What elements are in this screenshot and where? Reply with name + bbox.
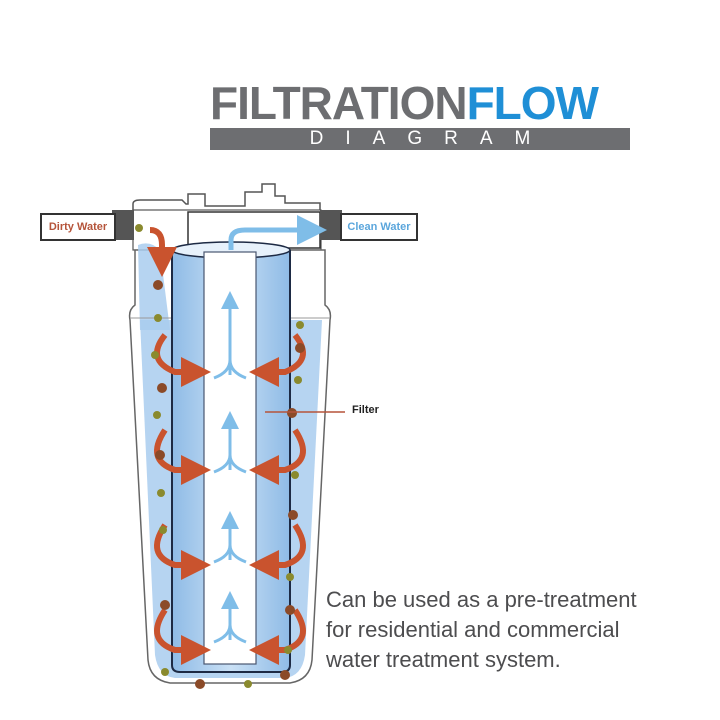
title-main: FILTRATIONFLOW bbox=[210, 80, 630, 126]
title-filtration: FILTRATION bbox=[210, 77, 468, 129]
diagram-title: FILTRATIONFLOW DIAGRAM bbox=[210, 80, 630, 150]
clean-water-label: Clean Water bbox=[340, 213, 418, 241]
caption-line-2: for residential and commercial bbox=[326, 617, 620, 642]
dirty-inflow-arrow bbox=[147, 227, 177, 277]
filter-label: Filter bbox=[352, 404, 379, 416]
clean-outflow-arrow bbox=[228, 215, 327, 250]
title-flow: FLOW bbox=[466, 77, 599, 129]
inlet-port bbox=[112, 210, 134, 240]
caption: Can be used as a pre-treatment for resid… bbox=[326, 585, 637, 675]
sediment-particles bbox=[135, 224, 305, 689]
core-flow-arrows bbox=[213, 291, 247, 644]
inflow-arrows-right bbox=[249, 333, 306, 665]
title-subtitle: DIAGRAM bbox=[210, 128, 630, 150]
dirty-water-label: Dirty Water bbox=[40, 213, 116, 241]
caption-line-3: water treatment system. bbox=[326, 647, 561, 672]
outlet-port bbox=[320, 210, 342, 240]
caption-line-1: Can be used as a pre-treatment bbox=[326, 587, 637, 612]
